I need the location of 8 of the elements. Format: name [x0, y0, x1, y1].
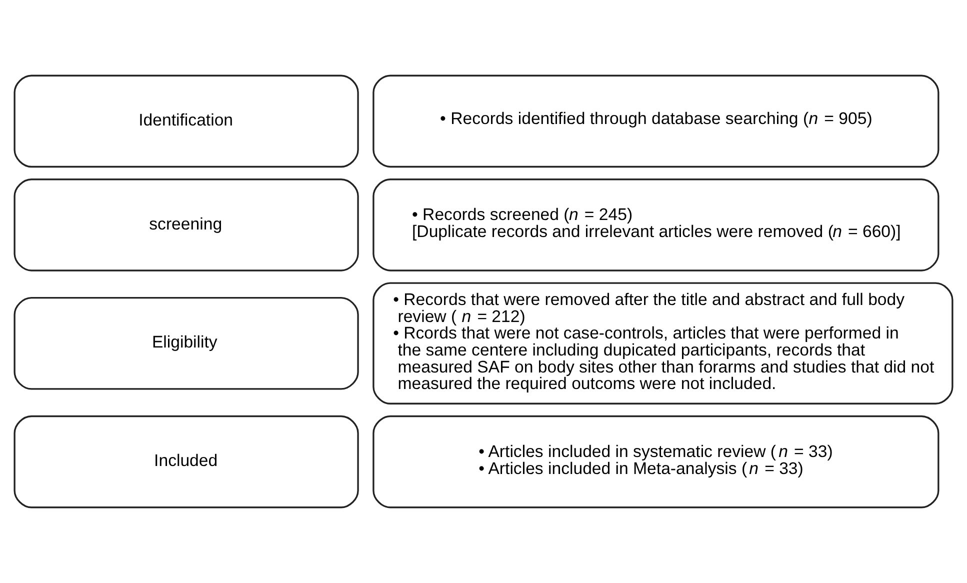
node-box: Identification	[14, 74, 359, 168]
node-box: Included	[14, 415, 359, 508]
node-box: • Records that were removed after the title and abstract and full body review (n = 212) • Rcords that were not case-controls, articles that were performed in the same centere including dupicated participants, records that measured SAF on body sites other than forarms and studies that did not measured the required outcoms were not included.	[372, 282, 954, 404]
node-box: • Records screened (n = 245) [Duplicate records and irrelevant articles were removed (n = 660)]	[372, 178, 940, 272]
node-box: • Articles included in systematic review (n = 33) • Articles included in Meta-analysis (n = 33)	[372, 415, 940, 508]
node-box: screening	[14, 178, 359, 272]
node-box: Eligibility	[14, 296, 359, 390]
node-box: • Records identified through database searching (n = 905)	[372, 74, 940, 168]
